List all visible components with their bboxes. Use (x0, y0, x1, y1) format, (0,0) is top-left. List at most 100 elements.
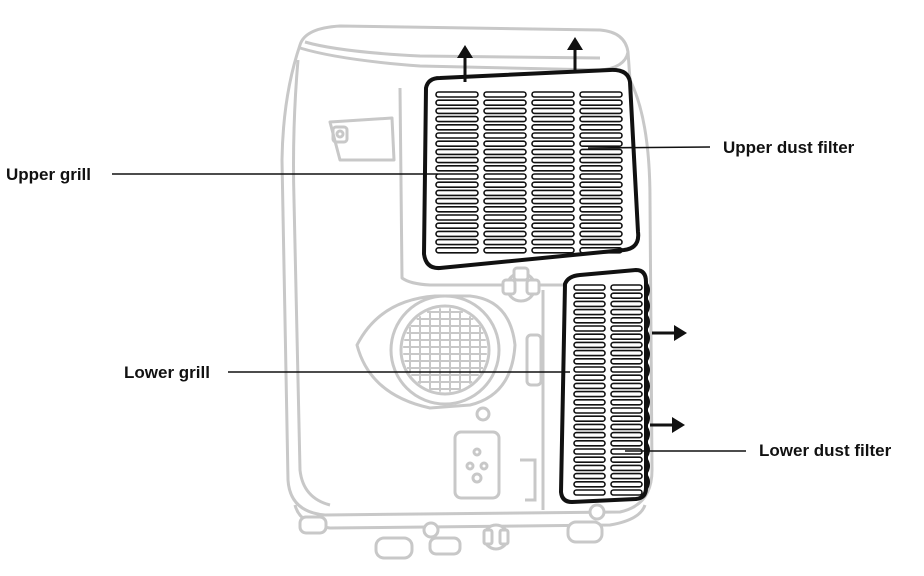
filter-slot (579, 230, 623, 238)
filter-slot (573, 431, 606, 439)
filter-slot (531, 181, 575, 188)
filter-slot (579, 115, 623, 123)
leader-line-upper-dust-filter (587, 146, 711, 149)
filter-slot (610, 431, 643, 439)
filter-slot (483, 115, 527, 123)
filter-slot (610, 390, 643, 398)
filter-slot (610, 456, 643, 464)
filter-slot (531, 197, 575, 205)
filter-slot (573, 366, 606, 373)
filter-slot (531, 238, 575, 246)
filter-slot (531, 230, 575, 238)
filter-slot (483, 247, 527, 254)
filter-slot (573, 423, 606, 431)
filter-slot (573, 349, 606, 357)
filter-slot (579, 197, 623, 205)
filter-slot (573, 464, 606, 472)
filter-slot (435, 132, 479, 139)
filter-slot (579, 99, 623, 106)
filter-slot (579, 124, 623, 131)
filter-slot (483, 132, 527, 139)
filter-slot (573, 382, 606, 390)
filter-slot (579, 238, 623, 246)
filter-slot (531, 214, 575, 221)
filter-slot (610, 300, 643, 308)
filter-slot (435, 197, 479, 205)
filter-slot (531, 99, 575, 106)
filter-slot (579, 189, 623, 197)
filter-slot (531, 115, 575, 123)
filter-slot (435, 156, 479, 164)
filter-slot (610, 366, 643, 373)
filter-slot (573, 489, 606, 496)
filter-slot (573, 333, 606, 341)
filter-slot (435, 107, 479, 115)
filter-slot (573, 390, 606, 398)
filter-slot (573, 472, 606, 480)
lower-grill (355, 294, 517, 422)
filter-slot (610, 472, 643, 480)
filter-slot (579, 181, 623, 188)
filter-slot (435, 230, 479, 238)
filter-slot (531, 189, 575, 197)
filter-slot (573, 415, 606, 423)
filter-slot (531, 124, 575, 131)
filter-slot (483, 99, 527, 106)
filter-slot (483, 91, 527, 98)
filter-slot (483, 124, 527, 131)
filter-slot (579, 214, 623, 221)
filter-slot (483, 156, 527, 164)
filter-slot (435, 238, 479, 246)
filter-slot (579, 222, 623, 229)
filter-slot (579, 91, 623, 98)
filter-slot (573, 448, 606, 455)
right-arrow-icon (652, 325, 687, 341)
filter-slot (610, 439, 643, 447)
filter-slot (573, 300, 606, 308)
filter-slot (483, 189, 527, 197)
filter-slot (435, 165, 479, 172)
label-lower-grill: Lower grill (124, 363, 210, 382)
filter-slot (579, 140, 623, 147)
filter-slot (435, 173, 479, 180)
wheels (298, 503, 606, 560)
filter-slot (573, 398, 606, 406)
filter-slot (435, 91, 479, 98)
filter-slot (579, 148, 623, 156)
filter-slot (610, 423, 643, 431)
filter-slot (610, 407, 643, 414)
upper-dust-filter (422, 67, 641, 271)
filter-slot (579, 247, 623, 254)
lower-dust-filter (559, 268, 650, 504)
filter-slot (610, 415, 643, 423)
filter-slot (610, 464, 643, 472)
filter-slot (483, 107, 527, 115)
filter-slot (610, 325, 643, 332)
side-hooks (520, 290, 545, 510)
filter-slot (573, 284, 606, 291)
filter-slot (573, 439, 606, 447)
filter-slot (483, 230, 527, 238)
filter-slot (531, 206, 575, 213)
filter-slot (610, 284, 643, 291)
filter-slot (610, 341, 643, 349)
filter-slot (579, 173, 623, 180)
filter-slot (573, 357, 606, 365)
filter-slot (483, 140, 527, 147)
filter-slot (435, 189, 479, 197)
label-upper-grill: Upper grill (6, 165, 92, 184)
filter-slot (435, 247, 479, 254)
filter-slot (610, 489, 643, 496)
filter-slot (573, 456, 606, 464)
filter-slot (610, 333, 643, 341)
air-conditioner-body (280, 24, 654, 530)
filter-slot (531, 132, 575, 139)
filter-slot (483, 206, 527, 213)
filter-slot (435, 99, 479, 106)
filter-slot (531, 222, 575, 229)
filter-slot (573, 325, 606, 332)
filter-slot (531, 107, 575, 115)
up-arrow-icon (457, 45, 473, 82)
filter-slot (435, 115, 479, 123)
